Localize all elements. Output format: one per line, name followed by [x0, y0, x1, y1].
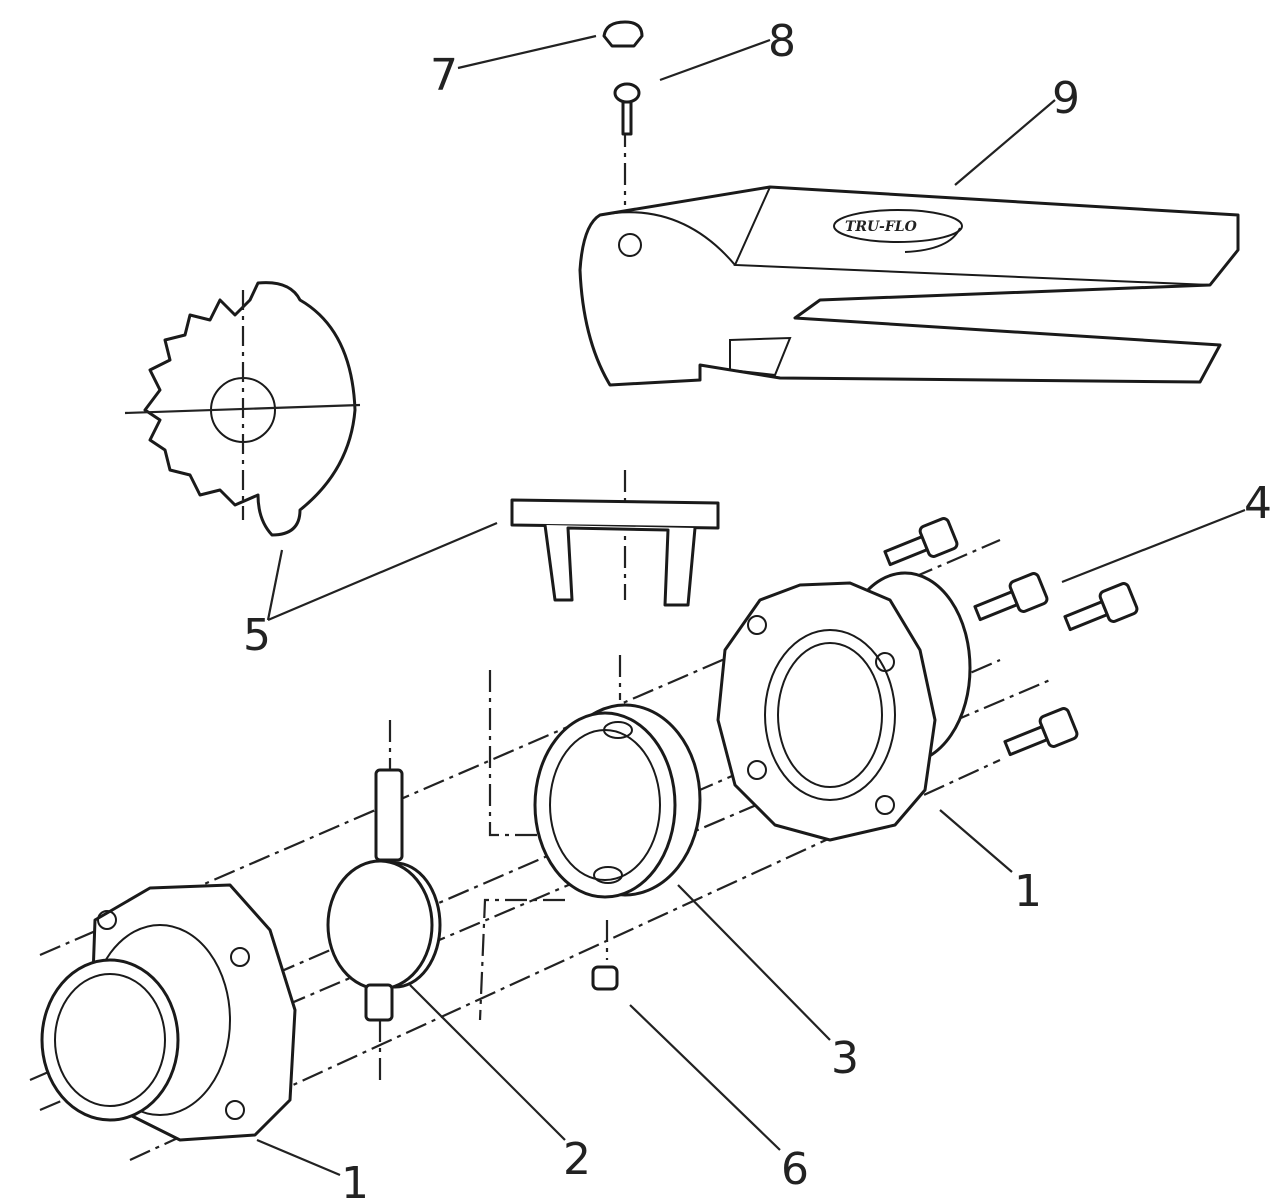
bracket-part-5 — [510, 498, 720, 607]
callout-6: 6 — [781, 1144, 809, 1195]
callout-1-bottom: 1 — [341, 1158, 369, 1199]
body-ring-part-3 — [533, 703, 702, 899]
disc-part-2 — [326, 768, 442, 1022]
flange-part-1-right — [716, 571, 972, 842]
screw-part-8 — [613, 82, 641, 136]
handle-part-9: TRU-FLO — [578, 185, 1240, 387]
leader-lines — [256, 34, 1246, 1177]
callout-8: 8 — [768, 16, 796, 67]
set-screw-part-6 — [591, 965, 619, 991]
callout-9: 9 — [1052, 73, 1080, 124]
callout-4: 4 — [1244, 478, 1272, 529]
callout-3: 3 — [831, 1033, 859, 1084]
bolts-part-4 — [883, 517, 1139, 757]
cap-part-7 — [602, 20, 644, 48]
brand-logo: TRU-FLO — [845, 219, 918, 235]
flange-part-1-left — [40, 883, 297, 1142]
gear-plate-part-5 — [124, 281, 361, 537]
callout-5: 5 — [243, 610, 271, 661]
callout-7: 7 — [430, 50, 458, 101]
callout-1-right: 1 — [1014, 866, 1042, 917]
callout-2: 2 — [563, 1134, 591, 1185]
